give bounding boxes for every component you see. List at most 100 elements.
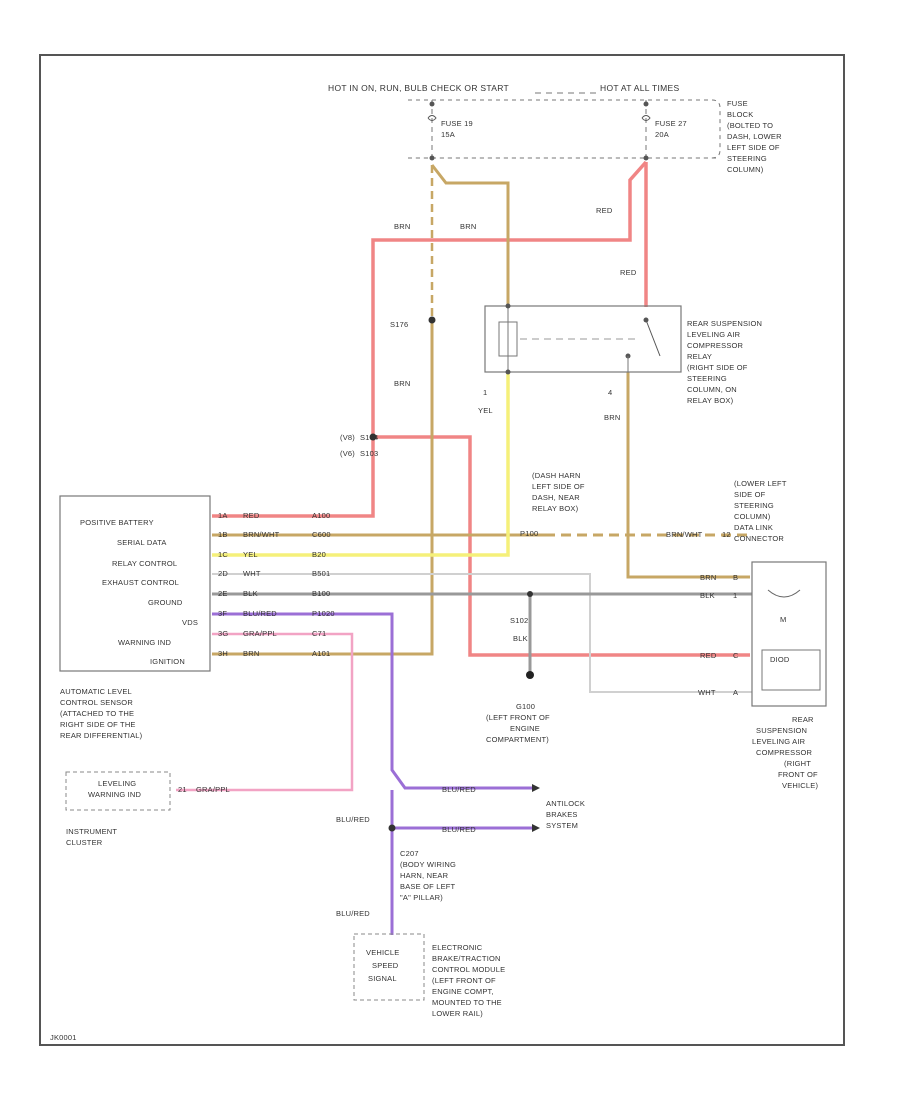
svg-text:B501: B501 — [312, 569, 330, 578]
grappl-wire-warning — [176, 632, 354, 792]
compressor-label: REAR SUSPENSION LEVELING AIR COMPRESSOR … — [752, 715, 818, 790]
dlc-label: (LOWER LEFT SIDE OF STEERING COLUMN) DAT… — [734, 479, 787, 543]
svg-text:POSITIVE BATTERY: POSITIVE BATTERY — [80, 518, 154, 527]
splice-s102 — [527, 591, 533, 597]
vss-box-line3: SIGNAL — [368, 974, 397, 983]
svg-text:LOWER RAIL): LOWER RAIL) — [432, 1009, 483, 1018]
wire-label-blured-4: BLU/RED — [336, 909, 370, 918]
svg-text:C71: C71 — [312, 629, 326, 638]
instrument-indicator-line2: WARNING IND — [88, 790, 142, 799]
svg-text:DASH, LOWER: DASH, LOWER — [727, 132, 782, 141]
svg-text:WARNING IND: WARNING IND — [118, 638, 172, 647]
svg-text:(BODY WIRING: (BODY WIRING — [400, 860, 456, 869]
relay-pin-4: 4 — [608, 388, 612, 397]
svg-text:G100: G100 — [516, 702, 535, 711]
svg-text:RELAY: RELAY — [687, 352, 712, 361]
compressor-inner-label: DIOD — [770, 655, 790, 664]
instrument-indicator-line1: LEVELING — [98, 779, 136, 788]
wire-label-brn-4: BRN — [604, 413, 620, 422]
vss-box-line2: SPEED — [372, 961, 399, 970]
wire-label-blured-3: BLU/RED — [336, 815, 370, 824]
footer-code: JK0001 — [50, 1033, 77, 1042]
ground-g100-label: G100 (LEFT FRONT OF ENGINE COMPARTMENT) — [486, 702, 550, 744]
svg-text:ELECTRONIC: ELECTRONIC — [432, 943, 483, 952]
svg-text:IGNITION: IGNITION — [150, 657, 185, 666]
svg-text:BRN: BRN — [243, 649, 259, 658]
brn-wire-relay-coil — [430, 164, 510, 307]
svg-text:ANTILOCK: ANTILOCK — [546, 799, 585, 808]
svg-text:2D: 2D — [218, 569, 228, 578]
svg-text:LEFT SIDE OF: LEFT SIDE OF — [727, 143, 780, 152]
sensor-pin-labels: POSITIVE BATTERY SERIAL DATA RELAY CONTR… — [80, 518, 198, 666]
sensor-label: AUTOMATIC LEVEL CONTROL SENSOR (ATTACHED… — [60, 687, 142, 740]
svg-text:1B: 1B — [218, 530, 228, 539]
instrument-indicator-box — [65, 771, 171, 811]
fuse-19-symbol — [427, 115, 437, 121]
svg-text:SIDE OF: SIDE OF — [734, 490, 766, 499]
wire-label-brn-2: BRN — [460, 222, 476, 231]
vss-box — [353, 933, 425, 1001]
svg-text:ENGINE COMPT,: ENGINE COMPT, — [432, 987, 494, 996]
blured-wire-abs-2 — [390, 790, 532, 830]
svg-text:FUSE: FUSE — [727, 99, 748, 108]
wire-label-red-3: RED — [700, 651, 717, 660]
wire-label-brn-1: BRN — [394, 222, 410, 231]
svg-text:RED: RED — [243, 511, 260, 520]
hot-in-run-label: HOT IN ON, RUN, BULB CHECK OR START — [328, 83, 509, 93]
svg-text:STEERING: STEERING — [727, 154, 767, 163]
splice-s176 — [428, 316, 436, 324]
svg-text:(LEFT FRONT OF: (LEFT FRONT OF — [486, 713, 550, 722]
wire-label-red-2: RED — [620, 268, 637, 277]
instrument-cluster-line2: CLUSTER — [66, 838, 103, 847]
ground-g100-dot — [526, 671, 534, 679]
svg-text:YEL: YEL — [243, 550, 258, 559]
compressor-component — [751, 561, 827, 707]
svg-text:LEVELING AIR: LEVELING AIR — [687, 330, 741, 339]
yel-wire-relay-control — [212, 372, 510, 557]
svg-text:B100: B100 — [312, 589, 330, 598]
splice-label-s102: S102 — [510, 616, 528, 625]
svg-text:(DASH HARN: (DASH HARN — [532, 471, 581, 480]
relay-label: REAR SUSPENSION LEVELING AIR COMPRESSOR … — [687, 319, 762, 405]
fuse-block-note: FUSE BLOCK (BOLTED TO DASH, LOWER LEFT S… — [727, 99, 782, 174]
svg-text:(RIGHT SIDE OF: (RIGHT SIDE OF — [687, 363, 748, 372]
svg-text:GRA/PPL: GRA/PPL — [243, 629, 277, 638]
fuse-27-bottom-dot — [643, 155, 649, 161]
svg-text:1A: 1A — [218, 511, 228, 520]
svg-text:3F: 3F — [218, 609, 227, 618]
wire-label-brnwht: BRN/WHT — [666, 530, 703, 539]
wire-label-blured-1: BLU/RED — [442, 785, 476, 794]
fuse-19-name: FUSE 19 — [441, 119, 473, 128]
svg-text:(LEFT FRONT OF: (LEFT FRONT OF — [432, 976, 496, 985]
svg-text:ENGINE: ENGINE — [510, 724, 540, 733]
compressor-pin-b: B — [733, 573, 738, 582]
svg-text:COLUMN): COLUMN) — [727, 165, 764, 174]
svg-text:A101: A101 — [312, 649, 330, 658]
instrument-pin: 21 — [178, 785, 187, 794]
svg-text:VDS: VDS — [182, 618, 198, 627]
splice-v8-tag: (V8) — [340, 433, 355, 442]
svg-text:EXHAUST CONTROL: EXHAUST CONTROL — [102, 578, 179, 587]
svg-text:BASE OF LEFT: BASE OF LEFT — [400, 882, 456, 891]
svg-text:DASH, NEAR: DASH, NEAR — [532, 493, 580, 502]
compressor-pin-a: A — [733, 688, 738, 697]
svg-text:RELAY BOX): RELAY BOX) — [687, 396, 734, 405]
svg-text:RIGHT SIDE OF THE: RIGHT SIDE OF THE — [60, 720, 136, 729]
fuse-27-top-dot — [643, 101, 649, 107]
splice-v6-tag: (V6) — [340, 449, 355, 458]
sensor-box — [59, 495, 211, 672]
wire-label-blk-2: BLK — [700, 591, 715, 600]
svg-text:CONTROL SENSOR: CONTROL SENSOR — [60, 698, 133, 707]
vss-box-line1: VEHICLE — [366, 948, 400, 957]
svg-text:VEHICLE): VEHICLE) — [782, 781, 818, 790]
svg-text:"A" PILLAR): "A" PILLAR) — [400, 893, 443, 902]
svg-text:COMPARTMENT): COMPARTMENT) — [486, 735, 549, 744]
abs-arrow-2 — [532, 824, 540, 832]
svg-text:FRONT OF: FRONT OF — [778, 770, 818, 779]
fuse-27-rating: 20A — [655, 130, 669, 139]
wire-label-red-1: RED — [596, 206, 613, 215]
brn-wire-relay-output — [626, 372, 750, 579]
svg-text:COMPRESSOR: COMPRESSOR — [756, 748, 813, 757]
svg-text:WHT: WHT — [243, 569, 261, 578]
fuse-19-top-dot — [429, 101, 435, 107]
